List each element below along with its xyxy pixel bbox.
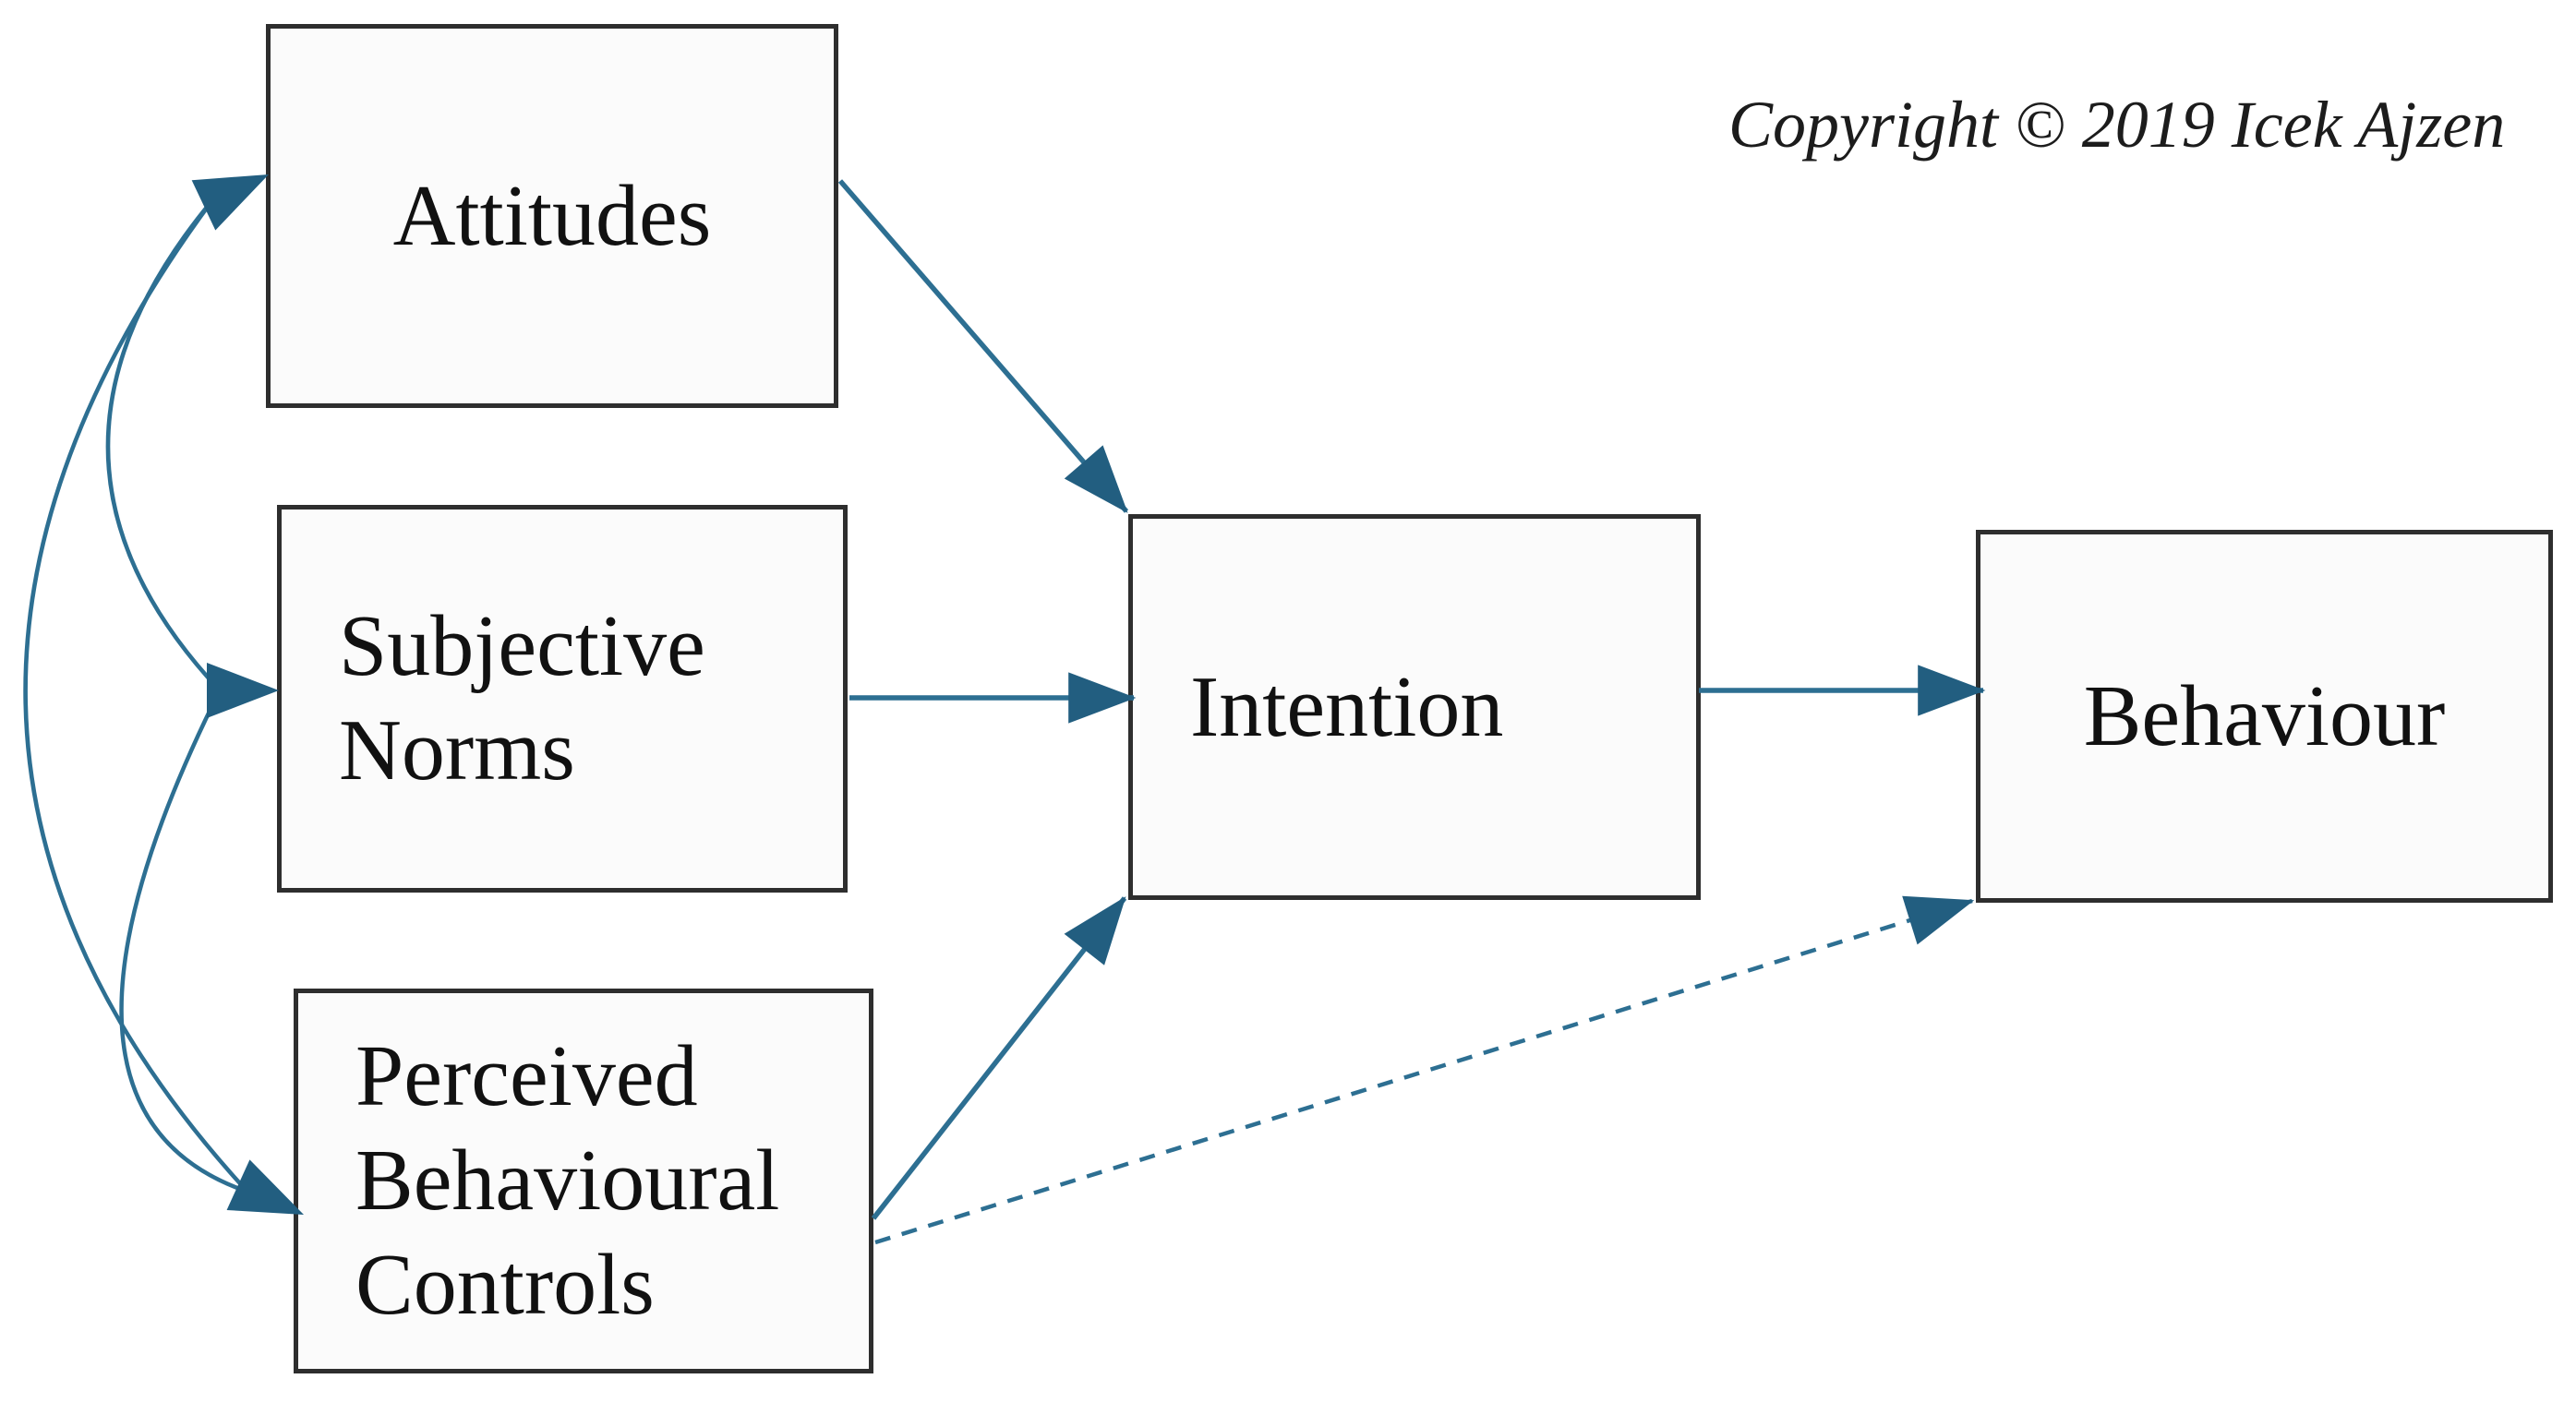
node-perceived-behavioural-controls: Perceived Behavioural Controls [294,989,873,1373]
node-subjective-norms: Subjective Norms [277,505,848,893]
node-intention: Intention [1128,514,1701,900]
arrow-attitudes-to-intention [837,179,1129,513]
arrow-pbc-to-behaviour-dashed [874,895,1975,1245]
copyright-notice: Copyright © 2019 Icek Ajzen [1728,88,2506,162]
node-attitudes: Attitudes [266,24,838,408]
arc-subjective-norms-pbc [119,689,248,1194]
arc-attitudes-pbc [23,198,249,1193]
arrow-pbc-to-intention [871,896,1127,1220]
node-behaviour: Behaviour [1976,530,2553,903]
node-intention-label: Intention [1190,658,1504,755]
node-behaviour-label: Behaviour [2083,667,2446,764]
node-subjective-norms-label: Subjective Norms [339,598,705,798]
correlation-arrowhead-subjective-norms [207,663,279,718]
arc-attitudes-subjective-norms [105,198,222,692]
node-perceived-behavioural-controls-label: Perceived Behavioural Controls [355,1028,780,1333]
node-attitudes-label: Attitudes [392,167,712,264]
